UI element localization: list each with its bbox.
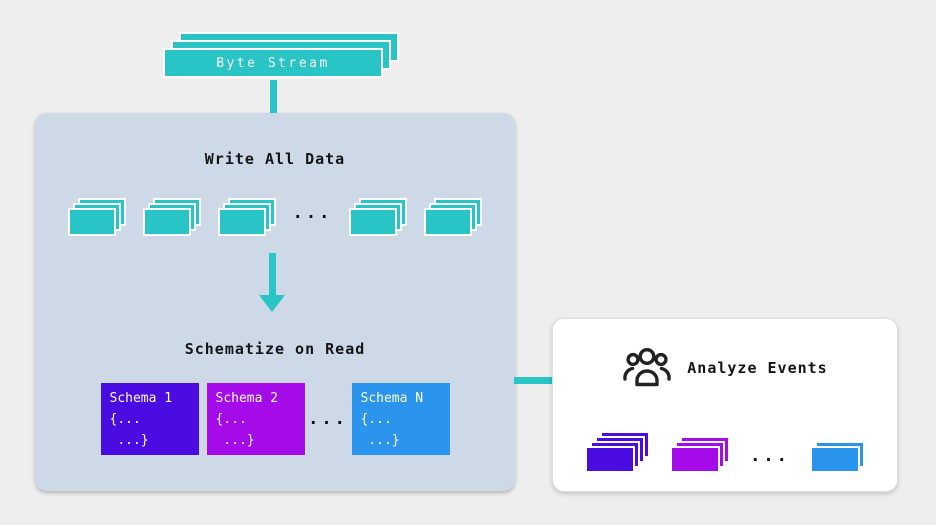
- write-all-data-title: Write All Data: [204, 150, 346, 168]
- schema-box-line: {...: [360, 412, 392, 427]
- data-stacks-row: ...: [35, 198, 515, 236]
- analyze-events-title-row: Analyze Events: [553, 347, 897, 389]
- event-stacks-row: ...: [553, 429, 897, 473]
- data-stack: [424, 198, 483, 236]
- schema-box-title: Schema 1: [109, 391, 173, 406]
- arrow-down-2-stem: [269, 253, 276, 295]
- data-stack: [142, 198, 201, 236]
- event-stack-purple: [585, 429, 651, 473]
- people-group-icon: [623, 347, 671, 387]
- event-stack-magenta: [670, 429, 731, 473]
- byte-stream-stack: Byte Stream: [163, 32, 399, 78]
- schema-box-line: {...: [215, 412, 247, 427]
- data-stack: [67, 198, 126, 236]
- arrow-down-1-stem: [270, 80, 277, 126]
- arrow-down-2-head: [259, 295, 285, 312]
- byte-stream-label: Byte Stream: [216, 55, 330, 71]
- byte-stream-card-front: Byte Stream: [163, 48, 383, 78]
- data-stack: [349, 198, 408, 236]
- schema-box-line: ...}: [109, 433, 149, 448]
- schema-box-line: {...: [109, 412, 141, 427]
- data-stack: [217, 198, 276, 236]
- schema-box-1: Schema 1 {... ...}: [100, 383, 199, 455]
- write-all-data-panel: Write All Data ... Schematize on Read: [35, 113, 515, 491]
- ellipsis-stacks: ...: [292, 203, 333, 223]
- schema-row: Schema 1 {... ...} Schema 2 {... ...} ..…: [35, 383, 515, 455]
- schema-box-title: Schema N: [360, 391, 424, 406]
- schema-box-n: Schema N {... ...}: [351, 383, 450, 455]
- event-stack-blue: [809, 429, 865, 473]
- analyze-events-panel: Analyze Events ...: [552, 318, 898, 492]
- ellipsis-schemas-wrap: ...: [305, 383, 352, 455]
- ellipsis-events: ...: [750, 446, 790, 466]
- schema-box-title: Schema 2: [215, 391, 279, 406]
- analyze-events-title: Analyze Events: [687, 359, 828, 377]
- arrow-right-stem: [514, 377, 562, 384]
- schematize-on-read-title: Schematize on Read: [184, 340, 366, 358]
- schema-box-line: ...}: [215, 433, 255, 448]
- schema-box-2: Schema 2 {... ...}: [206, 383, 305, 455]
- schema-box-line: ...}: [360, 433, 400, 448]
- ellipsis-schemas: ...: [308, 408, 348, 429]
